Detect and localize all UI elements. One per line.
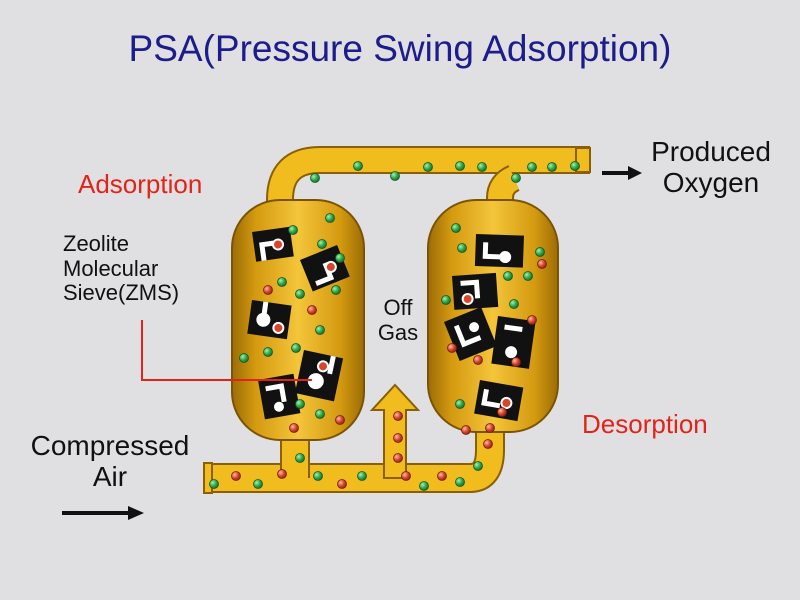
nitrogen-molecule <box>461 425 471 435</box>
oxygen-molecule <box>331 285 341 295</box>
zeolite-label-line-3: Sieve(ZMS) <box>63 280 180 306</box>
oxygen-molecule <box>455 161 465 171</box>
oxygen-molecule <box>547 162 557 172</box>
oxygen-molecule <box>457 243 467 253</box>
oxygen-molecule <box>570 161 580 171</box>
diagram-title: PSA(Pressure Swing Adsorption) <box>128 28 672 69</box>
zeolite-label: Zeolite Molecular Sieve(ZMS) <box>63 231 243 306</box>
nitrogen-molecule <box>497 407 507 417</box>
molecules <box>209 161 580 491</box>
oxygen-molecule <box>263 347 273 357</box>
oxygen-molecule <box>295 399 305 409</box>
oxygen-molecule <box>451 223 461 233</box>
oxygen-molecule <box>473 461 483 471</box>
oxygen-molecule <box>477 162 487 172</box>
oxygen-molecule <box>419 481 429 491</box>
nitrogen-molecule <box>307 305 317 315</box>
nitrogen-molecule <box>511 357 521 367</box>
zeolite-label-line-1: Zeolite <box>63 231 130 256</box>
nitrogen-molecule <box>277 469 287 479</box>
nitrogen-molecule <box>527 315 537 325</box>
oxygen-molecule <box>335 253 345 263</box>
nitrogen-molecule <box>335 415 345 425</box>
desorption-label: Desorption <box>582 409 708 439</box>
nitrogen-molecule <box>473 355 483 365</box>
oxygen-molecule <box>511 173 521 183</box>
nitrogen-molecule <box>263 285 273 295</box>
oxygen-molecule <box>441 295 451 305</box>
oxygen-molecule <box>455 399 465 409</box>
compressed-air-line-1: Compressed <box>30 430 190 461</box>
compressed-air-label: Compressed Air <box>20 430 200 493</box>
off-gas-label: Off Gas <box>368 295 428 345</box>
off-gas-arrow <box>369 383 421 479</box>
oxygen-molecule <box>535 247 545 257</box>
nitrogen-molecule <box>401 471 411 481</box>
off-gas-label-line-2: Gas <box>377 319 419 345</box>
nitrogen-molecule <box>485 423 495 433</box>
oxygen-molecule <box>288 225 298 235</box>
oxygen-molecule <box>357 471 367 481</box>
oxygen-molecule <box>353 161 363 171</box>
oxygen-molecule <box>315 325 325 335</box>
nitrogen-molecule <box>537 259 547 269</box>
oxygen-molecule <box>503 271 513 281</box>
oxygen-molecule <box>523 271 533 281</box>
oxygen-molecule <box>277 277 287 287</box>
oxygen-molecule <box>317 239 327 249</box>
feed-pipe <box>203 420 505 494</box>
oxygen-molecule <box>209 479 219 489</box>
compressed-air-line-2: Air <box>92 461 128 493</box>
oxygen-molecule <box>423 162 433 172</box>
right-arrow-icon <box>62 506 144 520</box>
oxygen-molecule <box>313 471 323 481</box>
oxygen-molecule <box>295 289 305 299</box>
oxygen-molecule <box>295 453 305 463</box>
nitrogen-molecule <box>447 343 457 353</box>
oxygen-molecule <box>310 173 320 183</box>
produced-oxygen-line-2: Oxygen <box>662 167 760 199</box>
oxygen-molecule <box>390 171 400 181</box>
oxygen-molecule <box>239 353 249 363</box>
oxygen-molecule <box>291 343 301 353</box>
nitrogen-molecule <box>437 471 447 481</box>
sieve-blocks-left <box>247 226 350 420</box>
nitrogen-molecule <box>393 453 403 463</box>
nitrogen-molecule <box>393 411 403 421</box>
adsorption-label: Adsorption <box>78 169 203 199</box>
produced-oxygen-label: Produced Oxygen <box>636 136 786 199</box>
oxygen-molecule <box>509 299 519 309</box>
oxygen-molecule <box>253 479 263 489</box>
nitrogen-molecule <box>393 433 403 443</box>
oxygen-molecule <box>455 477 465 487</box>
zeolite-label-line-2: Molecular <box>63 255 159 281</box>
right-arrow-icon <box>602 166 642 180</box>
zeolite-leader-line <box>141 320 312 381</box>
oxygen-molecule <box>527 162 537 172</box>
nitrogen-molecule <box>483 439 493 449</box>
desorption-vessel <box>427 199 559 433</box>
nitrogen-molecule <box>231 471 241 481</box>
produced-oxygen-line-1: Produced <box>651 136 771 167</box>
nitrogen-molecule <box>289 423 299 433</box>
sieve-blocks-right <box>444 234 536 422</box>
nitrogen-molecule <box>337 479 347 489</box>
oxygen-molecule <box>315 409 325 419</box>
off-gas-label-line-1: Off <box>383 295 413 320</box>
oxygen-molecule <box>325 213 335 223</box>
